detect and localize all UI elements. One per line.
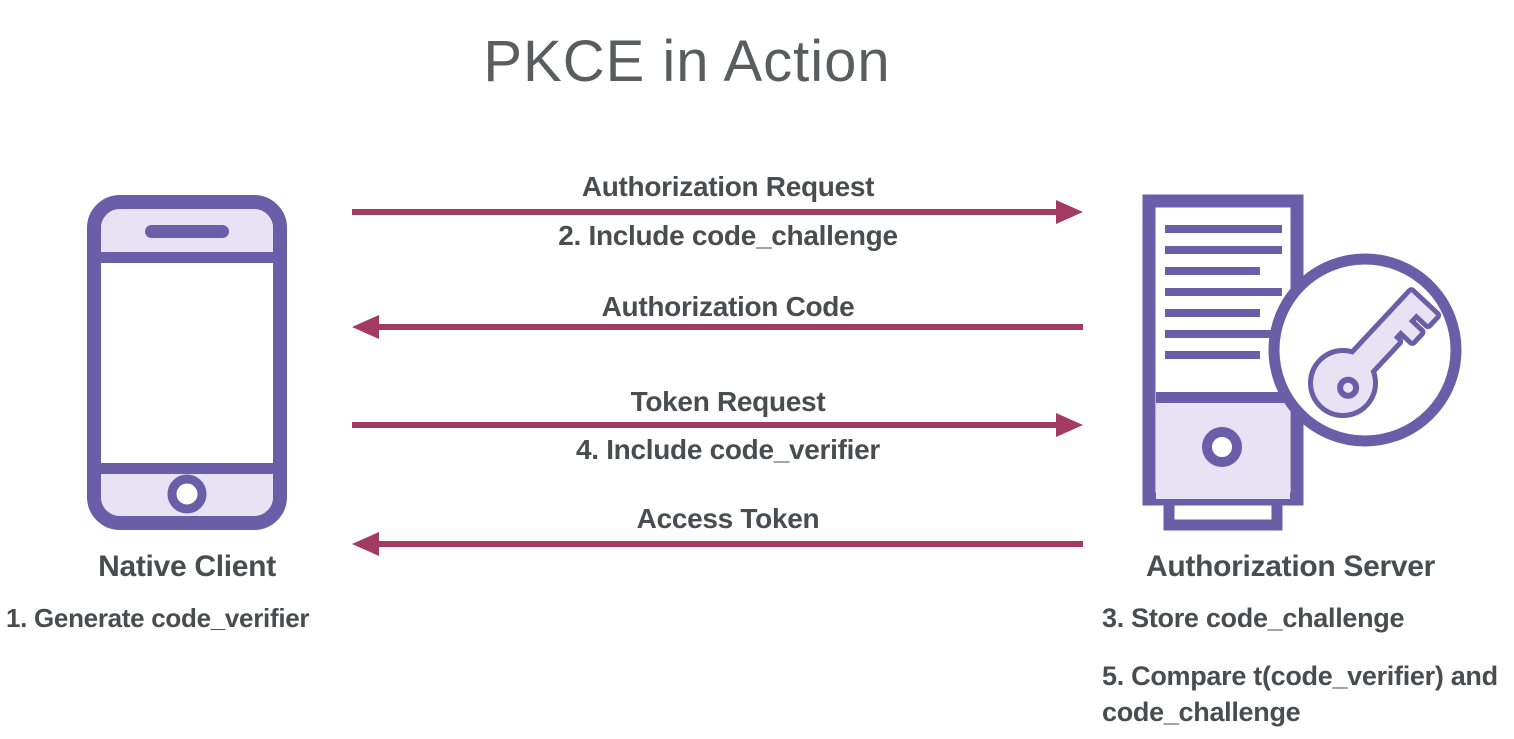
server-name: Authorization Server xyxy=(1146,550,1436,583)
arrow-head-left xyxy=(352,315,379,339)
message-1-label: Authorization Request xyxy=(581,171,875,202)
message-3-arrow-right xyxy=(352,413,1083,437)
arrow-line xyxy=(374,324,1083,330)
arrow-line xyxy=(352,209,1061,215)
message-1-sublabel: 2. Include code_challenge xyxy=(558,220,898,251)
server-power-button xyxy=(1202,427,1242,467)
message-1-arrow-right xyxy=(352,200,1083,224)
phone-screen xyxy=(101,263,273,463)
client-note-1: 1. Generate code_verifier xyxy=(6,603,310,633)
diagram-title: PKCE in Action xyxy=(483,29,891,94)
server-key-icon-svg xyxy=(1142,194,1462,531)
message-3-label: Token Request xyxy=(630,386,826,417)
arrow-head-right xyxy=(1056,200,1083,224)
server-note-5: 5. Compare t(code_verifier) and code_cha… xyxy=(1102,661,1498,727)
phone-home-button xyxy=(167,474,207,514)
phone-top-divider xyxy=(94,252,280,263)
server-panel-divider xyxy=(1156,392,1290,403)
smartphone-icon-svg xyxy=(87,195,287,530)
smartphone-icon xyxy=(87,195,287,530)
arrow-line xyxy=(352,422,1061,428)
message-2-arrow-left xyxy=(352,315,1083,339)
arrow-head-right xyxy=(1056,413,1083,437)
server-key-icon xyxy=(1137,192,1467,537)
server-vents xyxy=(1165,225,1282,359)
phone-bottom-divider xyxy=(94,463,280,474)
message-3-sublabel: 4. Include code_verifier xyxy=(575,434,881,465)
message-4-label: Access Token xyxy=(636,503,820,534)
phone-speaker-bar xyxy=(145,225,229,238)
arrow-head-left xyxy=(352,532,379,556)
keyhole xyxy=(1337,376,1360,399)
server-note-3: 3. Store code_challenge xyxy=(1102,603,1405,633)
arrow-line xyxy=(374,541,1083,547)
key-icon xyxy=(1308,287,1442,418)
client-name: Native Client xyxy=(98,550,276,583)
message-4-arrow-left xyxy=(352,532,1083,556)
message-2-label: Authorization Code xyxy=(601,291,855,322)
